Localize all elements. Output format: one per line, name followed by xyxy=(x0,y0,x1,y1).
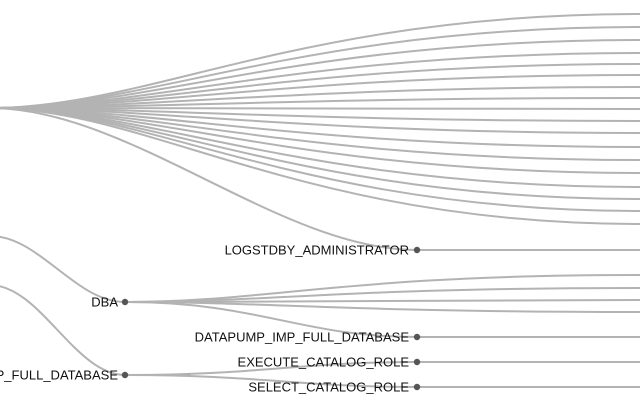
tree-link xyxy=(124,301,418,338)
node-dot xyxy=(121,371,129,379)
tree-node-dba[interactable]: DBA xyxy=(91,295,129,310)
node-label: EXECUTE_CATALOG_ROLE xyxy=(238,355,410,370)
tree-link xyxy=(124,374,418,388)
tree-node-execute-catalog[interactable]: EXECUTE_CATALOG_ROLE xyxy=(238,355,421,370)
tree-link xyxy=(0,107,418,251)
tree-node-exp-full[interactable]: P_FULL_DATABASE xyxy=(0,368,129,383)
node-dot xyxy=(413,333,421,341)
tree-link xyxy=(0,235,126,303)
node-label: DBA xyxy=(91,295,118,310)
tree-link xyxy=(0,285,126,376)
node-label: LOGSTDBY_ADMINISTRATOR xyxy=(225,243,409,258)
tree-node-select-catalog[interactable]: SELECT_CATALOG_ROLE xyxy=(248,380,421,395)
tree-link xyxy=(0,74,640,109)
node-dot xyxy=(413,383,421,391)
node-label: DATAPUMP_IMP_FULL_DATABASE xyxy=(195,330,410,345)
node-label: SELECT_CATALOG_ROLE xyxy=(248,380,409,395)
tree-link xyxy=(124,301,640,313)
node-dot xyxy=(413,246,421,254)
node-label: P_FULL_DATABASE xyxy=(0,368,118,383)
root-links xyxy=(0,13,640,376)
node-dot xyxy=(121,298,129,306)
dba-links xyxy=(124,274,640,338)
tree-link xyxy=(124,361,418,376)
leaf-lines xyxy=(417,249,640,388)
tree-link xyxy=(0,107,640,225)
node-dot xyxy=(413,358,421,366)
tree-node-datapump-imp[interactable]: DATAPUMP_IMP_FULL_DATABASE xyxy=(195,330,421,345)
exp-full-links xyxy=(124,361,418,388)
tree-node-logstdby[interactable]: LOGSTDBY_ADMINISTRATOR xyxy=(225,243,421,258)
